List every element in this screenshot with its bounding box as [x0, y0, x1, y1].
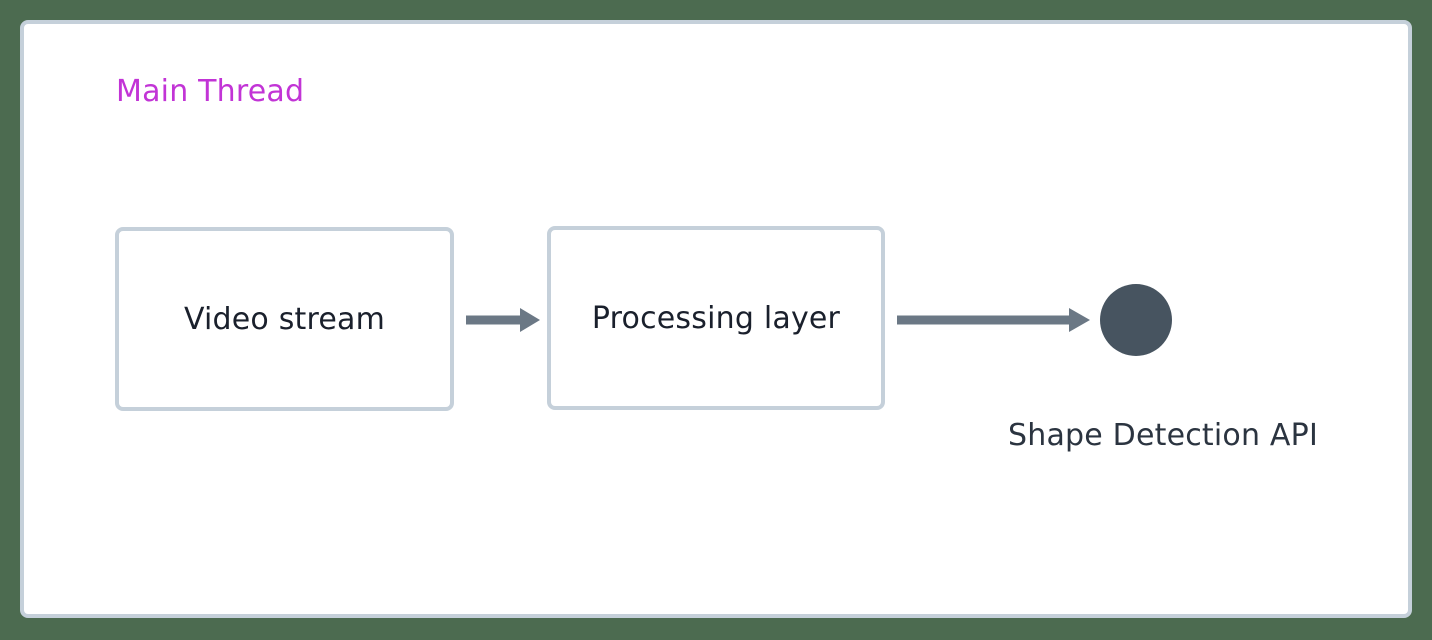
- node-shape-detection-api-label: Shape Detection API: [1007, 418, 1318, 453]
- main-thread-title: Main Thread: [116, 74, 305, 109]
- node-processing-layer-label: Processing layer: [591, 300, 841, 336]
- node-video-stream-label: Video stream: [183, 301, 386, 337]
- node-processing-layer[interactable]: Processing layer: [547, 226, 885, 410]
- node-video-stream[interactable]: Video stream: [115, 227, 454, 411]
- node-shape-detection-api[interactable]: [1100, 284, 1172, 356]
- arrow-video-stream-to-processing-layer: [466, 308, 540, 332]
- arrow-processing-layer-to-shape-detection-api: [897, 308, 1090, 332]
